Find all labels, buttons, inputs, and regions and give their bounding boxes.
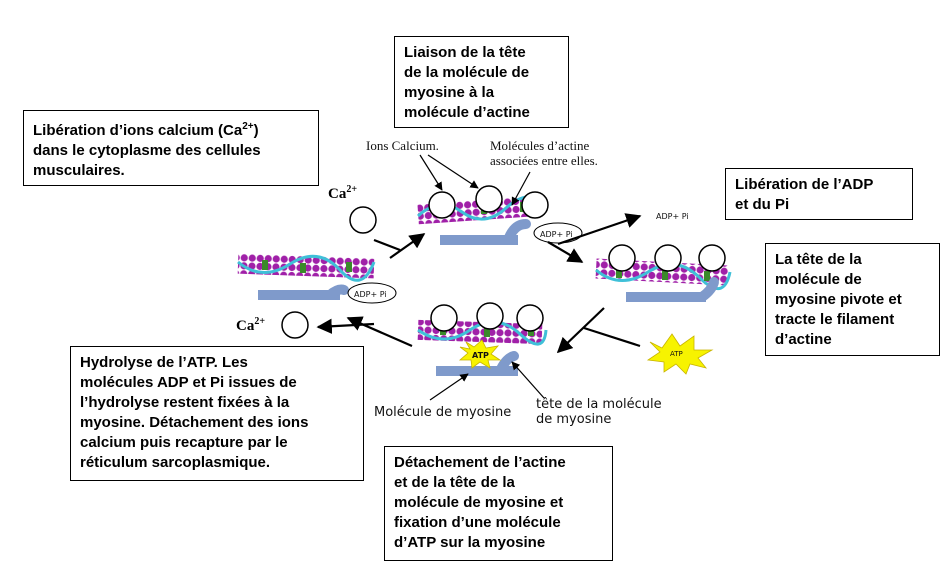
myosin-head bbox=[325, 284, 349, 300]
calcium-ion bbox=[428, 191, 456, 219]
myosin-molecule bbox=[440, 235, 518, 245]
calcium-ion bbox=[281, 311, 309, 339]
troponin-marker bbox=[662, 270, 668, 280]
arrow-segment bbox=[583, 326, 641, 348]
box-pivot: La tête de la molécule de myosine pivote… bbox=[765, 243, 940, 356]
myosin-head bbox=[495, 351, 519, 376]
arrow-adp-release bbox=[557, 213, 642, 246]
myosin-molecule bbox=[436, 366, 518, 376]
label-adp-pi-left: ADP+ Pi bbox=[354, 290, 387, 299]
calcium-ion bbox=[430, 304, 458, 332]
myosin-molecule bbox=[258, 290, 340, 300]
calcium-ion bbox=[654, 244, 682, 272]
calcium-ion bbox=[521, 191, 549, 219]
label-tete-myosine: tête de la molécule de myosine bbox=[536, 397, 662, 427]
cycle-arrow bbox=[389, 233, 426, 259]
troponin-marker bbox=[262, 260, 268, 270]
label-adp-pi-right: ADP+ Pi bbox=[656, 212, 689, 221]
stage-left-hydrolysis bbox=[237, 206, 397, 339]
myosin-molecule bbox=[626, 292, 706, 302]
troponin-marker bbox=[300, 263, 306, 273]
label-molecule-myosine: Molécule de myosine bbox=[374, 405, 512, 420]
stage-top-binding bbox=[416, 154, 583, 245]
cycle-arrow bbox=[346, 316, 413, 348]
troponin-marker bbox=[616, 268, 622, 278]
label-atp-bottom: ATP bbox=[472, 351, 489, 360]
troponin-marker bbox=[704, 271, 710, 281]
cycle-arrow bbox=[556, 307, 605, 354]
label-molecules-actine: Molécules d’actine associées entre elles… bbox=[490, 138, 598, 168]
atp-burst bbox=[458, 339, 502, 369]
calcium-ion bbox=[349, 206, 377, 234]
label-atp-right: ATP bbox=[670, 350, 683, 358]
stage-bottom-detached bbox=[417, 302, 548, 401]
box-detachement: Détachement de l’actine et de la tête de… bbox=[384, 446, 613, 561]
label-ca-left: Ca2+ bbox=[236, 316, 266, 334]
calcium-ion bbox=[476, 302, 504, 330]
calcium-ion bbox=[516, 304, 544, 332]
box-liberation-calcium: Libération d’ions calcium (Ca2+) dans le… bbox=[23, 110, 319, 186]
myosin-head bbox=[503, 219, 531, 245]
atp-burst-right bbox=[646, 333, 714, 375]
calcium-ion bbox=[608, 244, 636, 272]
myosin-head bbox=[697, 277, 719, 302]
arrow-calcium-recapture bbox=[316, 318, 375, 334]
troponin-marker bbox=[484, 327, 490, 337]
label-ca-top: Ca2+ bbox=[328, 184, 358, 202]
arrow-segment bbox=[373, 238, 401, 252]
troponin-marker bbox=[346, 262, 352, 272]
label-adp-pi-top: ADP+ Pi bbox=[540, 230, 573, 239]
adp-pi-oval bbox=[347, 282, 397, 304]
stage-right-pivot bbox=[595, 244, 732, 302]
box-liberation-adp: Libération de l’ADP et du Pi bbox=[725, 168, 913, 220]
actin-strand bbox=[237, 254, 376, 282]
calcium-ion bbox=[475, 185, 503, 213]
box-liaison: Liaison de la tête de la molécule de myo… bbox=[394, 36, 569, 128]
cycle-arrow bbox=[547, 241, 584, 263]
calcium-ion bbox=[698, 244, 726, 272]
box-hydrolyse: Hydrolyse de l’ATP. Les molécules ADP et… bbox=[70, 346, 364, 481]
label-ions-calcium: Ions Calcium. bbox=[366, 138, 439, 153]
